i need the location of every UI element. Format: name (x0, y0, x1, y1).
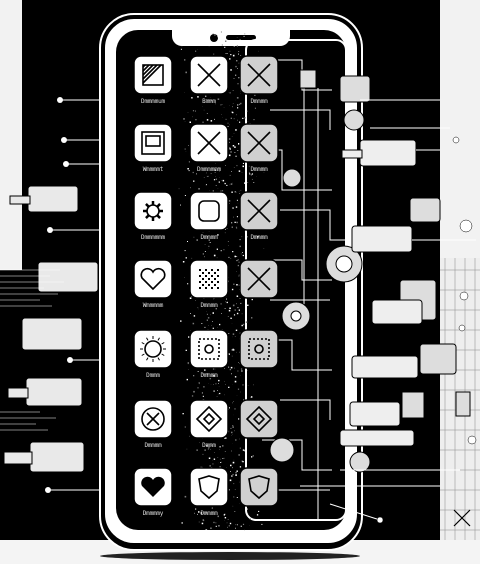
light-panel-right (440, 0, 480, 258)
right-cylinders (339, 139, 423, 447)
grid-cross-mark (453, 509, 471, 527)
app-label: Dmmmm (250, 98, 268, 105)
camera-icon (210, 34, 218, 42)
left-rods (48, 99, 102, 491)
heart-filled-icon[interactable] (133, 467, 173, 507)
right-icon-column (239, 55, 279, 507)
diamond-icon[interactable] (189, 399, 229, 439)
diamond-icon[interactable] (239, 399, 279, 439)
app-label: Dmmmmum (141, 98, 165, 105)
dotted-square-icon[interactable] (189, 259, 229, 299)
left-cylinders (3, 185, 99, 473)
app-tile (133, 329, 173, 369)
app-label: Wmmmmt (142, 166, 164, 173)
right-rod-knobs (376, 136, 477, 524)
pattern-square-icon[interactable] (189, 329, 229, 369)
crosshatch-square-icon[interactable] (133, 55, 173, 95)
sun-icon[interactable] (133, 329, 173, 369)
right-rods (300, 99, 476, 521)
app-tile (239, 399, 279, 439)
x-square-icon[interactable] (189, 123, 229, 163)
app-label: Wmmmmm (142, 302, 164, 309)
phone-screen (116, 30, 346, 530)
app-tile (133, 55, 173, 95)
app-label: Dmmm (202, 442, 216, 449)
rounded-square-icon[interactable] (189, 191, 229, 231)
shield-icon[interactable] (189, 467, 229, 507)
speaker-grille (226, 35, 256, 40)
app-label: Dmmmmmm (197, 166, 221, 173)
x-square-icon[interactable] (239, 191, 279, 231)
x-square-icon[interactable] (239, 123, 279, 163)
app-tile (133, 123, 173, 163)
x-square-icon[interactable] (189, 55, 229, 95)
x-circle-icon[interactable] (133, 399, 173, 439)
app-label: Dmmmm (200, 510, 218, 517)
app-label: Dmmmmy (142, 510, 164, 517)
floor-reflection (100, 552, 360, 560)
app-label: Dmmm (146, 372, 160, 379)
app-tile (189, 191, 229, 231)
x-square-icon[interactable] (239, 259, 279, 299)
app-tile (239, 329, 279, 369)
left-hatching (0, 269, 64, 431)
app-tile (189, 399, 229, 439)
app-tile (133, 259, 173, 299)
app-tile (133, 191, 173, 231)
pattern-square-icon[interactable] (239, 329, 279, 369)
app-label: Dmmmm (200, 372, 218, 379)
shield-icon[interactable] (239, 467, 279, 507)
app-label: Dmmmm (200, 234, 218, 241)
app-label: Dmmmm (250, 166, 268, 173)
x-square-icon[interactable] (239, 55, 279, 95)
app-tile (239, 467, 279, 507)
middle-icon-column (189, 55, 229, 507)
window-square-icon[interactable] (133, 123, 173, 163)
app-label: Dmmmm (144, 442, 162, 449)
app-label: Dmmmm (250, 234, 268, 241)
light-panel-left (0, 0, 22, 270)
app-label: Dmmmmmm (141, 234, 165, 241)
app-tile (189, 467, 229, 507)
app-label: Dmmmm (200, 302, 218, 309)
app-tile (189, 329, 229, 369)
gear-icon[interactable] (133, 191, 173, 231)
left-icon-column (133, 55, 173, 507)
left-rod-knobs (45, 97, 73, 493)
heart-icon[interactable] (133, 259, 173, 299)
app-label: Bmmm (202, 98, 216, 105)
